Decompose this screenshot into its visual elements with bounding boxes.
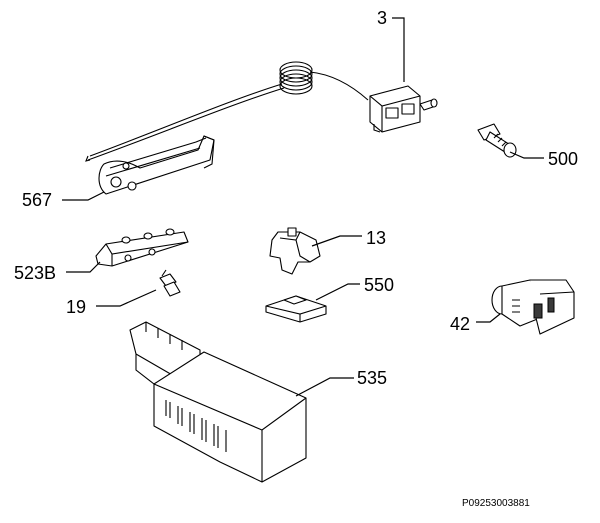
leader-19 (96, 289, 157, 307)
callout-42: 42 (450, 314, 471, 334)
leader-500 (509, 151, 544, 159)
callout-523b: 523B (14, 263, 57, 283)
leader-567 (62, 191, 105, 201)
pin-19-part (159, 269, 181, 297)
clamp-550-part (265, 295, 327, 323)
leader-3 (392, 17, 405, 82)
cover-box-535-part (129, 321, 307, 483)
bracket-567-part (98, 135, 215, 195)
leader-535 (295, 377, 354, 397)
callout-567: 567 (22, 190, 53, 210)
leader-42 (476, 313, 501, 323)
callout-500: 500 (548, 149, 579, 169)
leader-13 (311, 235, 362, 247)
callout-3: 3 (377, 8, 388, 28)
callout-19: 19 (66, 297, 87, 317)
holder-13-part (269, 227, 321, 275)
thermostat-part (85, 61, 438, 162)
lamp-socket-42-part (491, 279, 575, 335)
holder-strip-523b-part (95, 228, 189, 267)
leader-550 (315, 283, 360, 301)
callout-13: 13 (366, 228, 387, 248)
reference-code: P09253003881 (462, 498, 530, 509)
leader-523b (66, 261, 101, 273)
callout-550: 550 (364, 275, 395, 295)
callout-535: 535 (357, 368, 388, 388)
leader-lines (62, 17, 544, 397)
